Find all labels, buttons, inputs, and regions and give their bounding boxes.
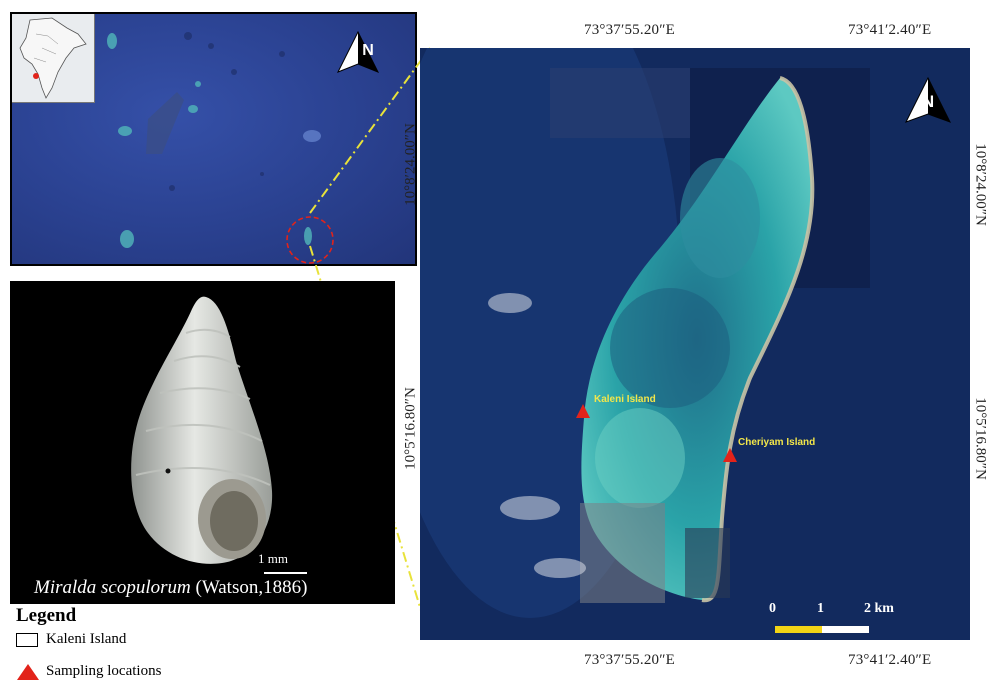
label-cheriyam-island: Cheriyam Island: [738, 437, 816, 448]
coord-right-lower: 10°5′16.80″N: [972, 397, 989, 480]
location-marker: [33, 73, 39, 79]
legend-item-kaleni: Kaleni Island: [46, 631, 127, 647]
species-caption: Miralda scopulorum (Watson,1886): [34, 577, 307, 599]
scale-label-0: 0: [769, 601, 776, 616]
coord-right-upper: 10°8′24.00″N: [972, 143, 989, 226]
legend-box-icon: [16, 633, 38, 647]
scale-label-2: 2 km: [864, 601, 894, 616]
legend-title: Legend: [16, 605, 77, 626]
inset-north-label: N: [362, 42, 374, 59]
main-north-arrow: [904, 76, 952, 123]
main-north-label: N: [921, 92, 935, 111]
shell-photo-panel: 1 mm Miralda scopulorum (Watson,1886): [10, 281, 395, 604]
species-author: (Watson,1886): [190, 577, 308, 598]
marker-kaleni: [576, 404, 590, 418]
inset-islands-layer: [107, 30, 380, 264]
india-outline: [19, 17, 87, 99]
species-name: Miralda scopulorum: [34, 577, 191, 598]
main-satellite-map: N Kaleni Island Cheriyam Island 0 1 2 km: [420, 48, 970, 640]
inset-north-arrow: [336, 30, 380, 73]
main-map-graphic: [420, 48, 970, 640]
legend: Legend Kaleni Island Sampling locations: [16, 605, 276, 685]
label-kaleni-island: Kaleni Island: [594, 394, 656, 405]
legend-triangle-icon: [17, 664, 39, 680]
marker-cheriyam: [723, 448, 737, 462]
shell-scale-label: 1 mm: [258, 551, 288, 566]
coord-top-right: 73°41′2.40″E: [848, 22, 932, 38]
scale-bar-segment-1: [775, 626, 822, 633]
coord-bottom-right: 73°41′2.40″E: [848, 652, 932, 668]
legend-item-sampling: Sampling locations: [46, 663, 162, 679]
scale-label-1: 1: [817, 601, 824, 616]
coord-left-upper: 10°8′24.00″N: [402, 123, 419, 206]
inset-overview-map: N: [10, 12, 417, 266]
shell-illustration: [131, 296, 307, 574]
study-area-circle: [286, 216, 334, 264]
india-locator-map: [12, 14, 95, 103]
scale-bar-segment-2: [822, 626, 869, 633]
coord-bottom-left: 73°37′55.20″E: [584, 652, 676, 668]
coord-top-left: 73°37′55.20″E: [584, 22, 676, 38]
coord-left-lower: 10°5′16.80″N: [402, 387, 419, 470]
